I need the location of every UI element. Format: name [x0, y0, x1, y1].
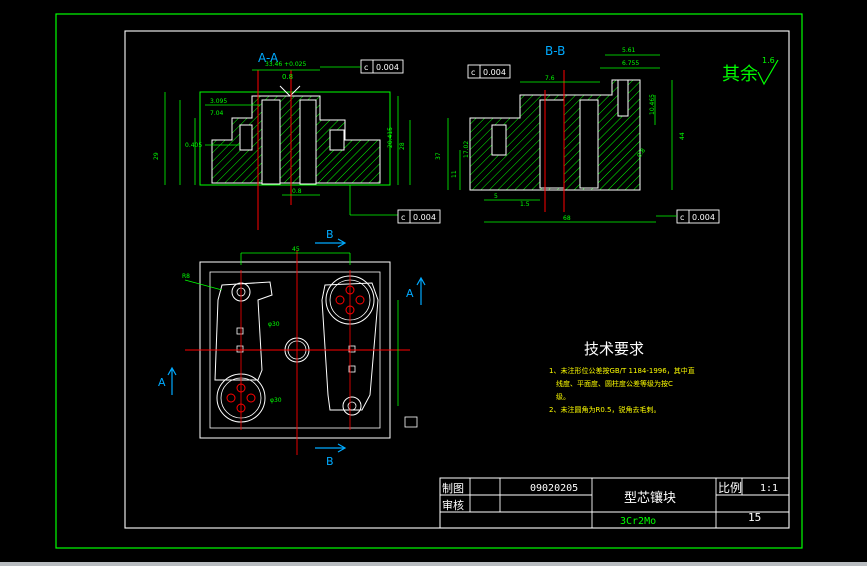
roughness-value: 1.6	[762, 56, 775, 65]
bb-tolerance-frame-top: c 0.004	[467, 64, 511, 79]
svg-text:0.004: 0.004	[413, 213, 436, 222]
aa-dim-left-3: 0.405	[185, 142, 202, 149]
section-bb-label: B-B	[545, 44, 565, 58]
tech-req-item-1: 1、未注形位公差按GB/T 1184-1996，其中直	[549, 366, 695, 375]
aa-dim-top-a: 33.46 +0.025	[265, 61, 306, 68]
section-aa-label: A-A	[258, 51, 279, 65]
material: 3Cr2Mo	[620, 516, 656, 527]
section-bb-view: B-B 5.61 6.755 7.6	[435, 44, 720, 224]
aa-dim-left-2: 7.04	[210, 110, 224, 117]
roughness-note: 其余 1.6	[722, 56, 779, 86]
section-aa-view: A-A	[153, 51, 441, 230]
marker-a-right: A	[406, 276, 426, 305]
title-block: 制图 审核 09020205 型芯镶块 3Cr2Mo 比例 1:1 15	[439, 477, 790, 529]
bb-dim-bottom-2: 5	[494, 193, 498, 200]
tech-req-item-2: 线度、平面度、圆柱度公差等级为按C	[556, 379, 673, 388]
bb-dim-right-2: 44	[679, 132, 686, 140]
bb-dim-top-3: 7.6	[545, 75, 555, 82]
drawing-number: 09020205	[530, 483, 578, 494]
bb-dim-right-1: 10.465	[649, 94, 656, 115]
svg-text:0.004: 0.004	[692, 213, 715, 222]
svg-text:c: c	[401, 213, 405, 222]
svg-text:c: c	[471, 68, 475, 77]
outer-border	[55, 13, 803, 549]
roughness-label: 其余	[722, 64, 758, 85]
tech-req-item-4: 2、未注圆角为R0.5，锐角去毛刺。	[549, 405, 660, 414]
aa-dim-left-1: 3.095	[210, 98, 227, 105]
aa-dim-bottom: 0.8	[292, 188, 302, 195]
plan-dim-d2: φ30	[270, 397, 282, 404]
technical-requirements: 技术要求 1、未注形位公差按GB/T 1184-1996，其中直 线度、平面度、…	[549, 340, 695, 414]
bb-dim-left-3: 17.02	[463, 141, 470, 158]
title-label-check: 审核	[442, 498, 464, 512]
svg-text:c: c	[364, 63, 368, 72]
aa-dim-top-b: 0.8	[282, 73, 293, 81]
bb-dim-right-3: 0.8	[636, 147, 647, 159]
bb-dim-left-1: 37	[435, 152, 442, 160]
part-name: 型芯镶块	[624, 490, 676, 506]
plan-dim-width: 45	[292, 246, 300, 253]
aa-dim-left-4: 29	[153, 152, 160, 160]
svg-text:0.004: 0.004	[483, 68, 506, 77]
svg-text:A: A	[158, 376, 166, 389]
marker-b-top: B	[315, 228, 347, 248]
tech-req-item-3: 级。	[556, 392, 570, 401]
aa-tolerance-frame-top: c 0.004	[320, 59, 404, 74]
bb-dim-top-1: 5.61	[622, 47, 636, 54]
bb-dim-top-2: 6.755	[622, 60, 639, 67]
marker-b-bottom: B	[315, 443, 347, 468]
aa-tolerance-frame-bottom: c 0.004	[397, 209, 441, 224]
bb-dim-left-2: 11	[451, 170, 458, 178]
bb-dim-bottom-1: 1.5	[520, 201, 530, 208]
title-label-draw: 制图	[442, 482, 464, 495]
plan-dim-d1: φ30	[268, 321, 280, 328]
plan-dim-r1: R8	[182, 273, 190, 280]
aa-dim-right-2: 28	[399, 142, 406, 150]
title-label-scale: 比例	[718, 481, 742, 495]
bb-dim-bottom-3: 68	[563, 215, 571, 222]
svg-text:B: B	[326, 228, 334, 241]
svg-text:c: c	[680, 213, 684, 222]
svg-text:A: A	[406, 287, 414, 300]
aa-dim-right-1: 20.415	[387, 127, 394, 148]
svg-text:B: B	[326, 455, 334, 468]
inner-frame	[124, 30, 790, 529]
marker-a-left: A	[158, 366, 177, 395]
bb-tolerance-frame-bottom: c 0.004	[656, 209, 720, 224]
scale-value: 1:1	[760, 483, 778, 494]
tech-req-title: 技术要求	[584, 340, 644, 358]
svg-text:0.004: 0.004	[376, 63, 399, 72]
sheet-value: 15	[748, 511, 761, 524]
plan-view: 45 R8 φ30 φ30 B B A	[158, 228, 426, 468]
